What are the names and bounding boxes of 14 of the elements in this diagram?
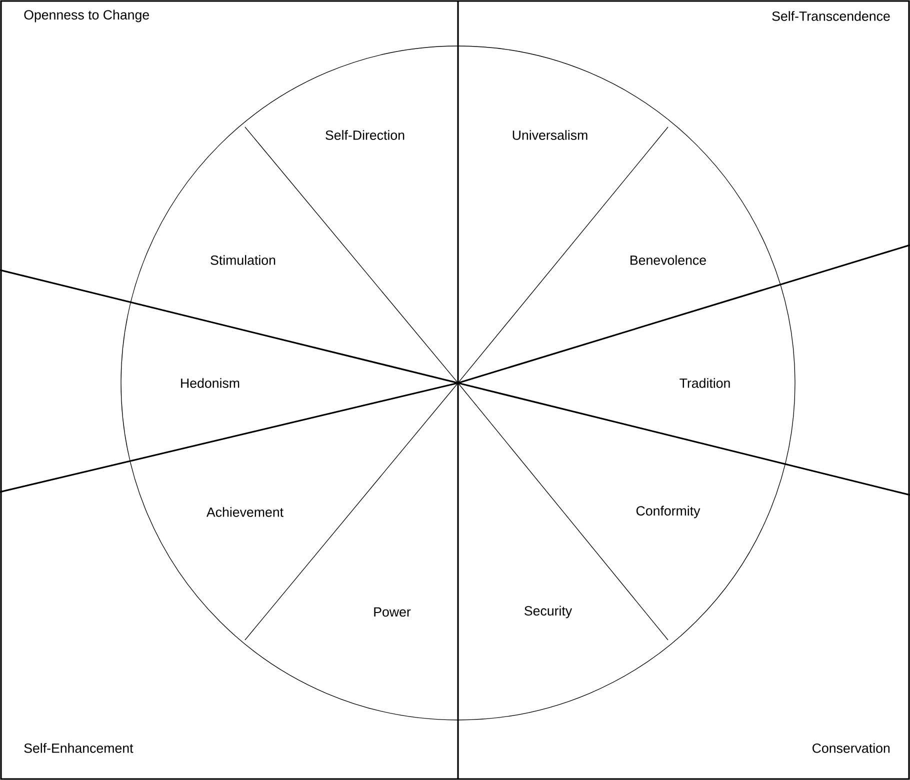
quadrant-label: Self-Enhancement xyxy=(24,743,134,753)
sector-label: Power xyxy=(374,607,411,617)
sector-label: Benevolence xyxy=(630,255,706,265)
sector-label: Universalism xyxy=(512,130,588,140)
quadrant-label: Self-Transcendence xyxy=(772,11,890,21)
sector-label: Self-Direction xyxy=(326,130,404,140)
sector-label: Conformity xyxy=(636,506,700,518)
sector-label: Hedonism xyxy=(181,378,240,388)
sector-label: Stimulation xyxy=(210,255,276,265)
sector-label: Achievement xyxy=(206,507,284,517)
quadrant-label: Conservation xyxy=(812,743,890,753)
sector-label: Tradition xyxy=(680,378,730,388)
quadrant-label: Openness to Change xyxy=(24,10,149,22)
sector-label: Security xyxy=(524,606,572,618)
